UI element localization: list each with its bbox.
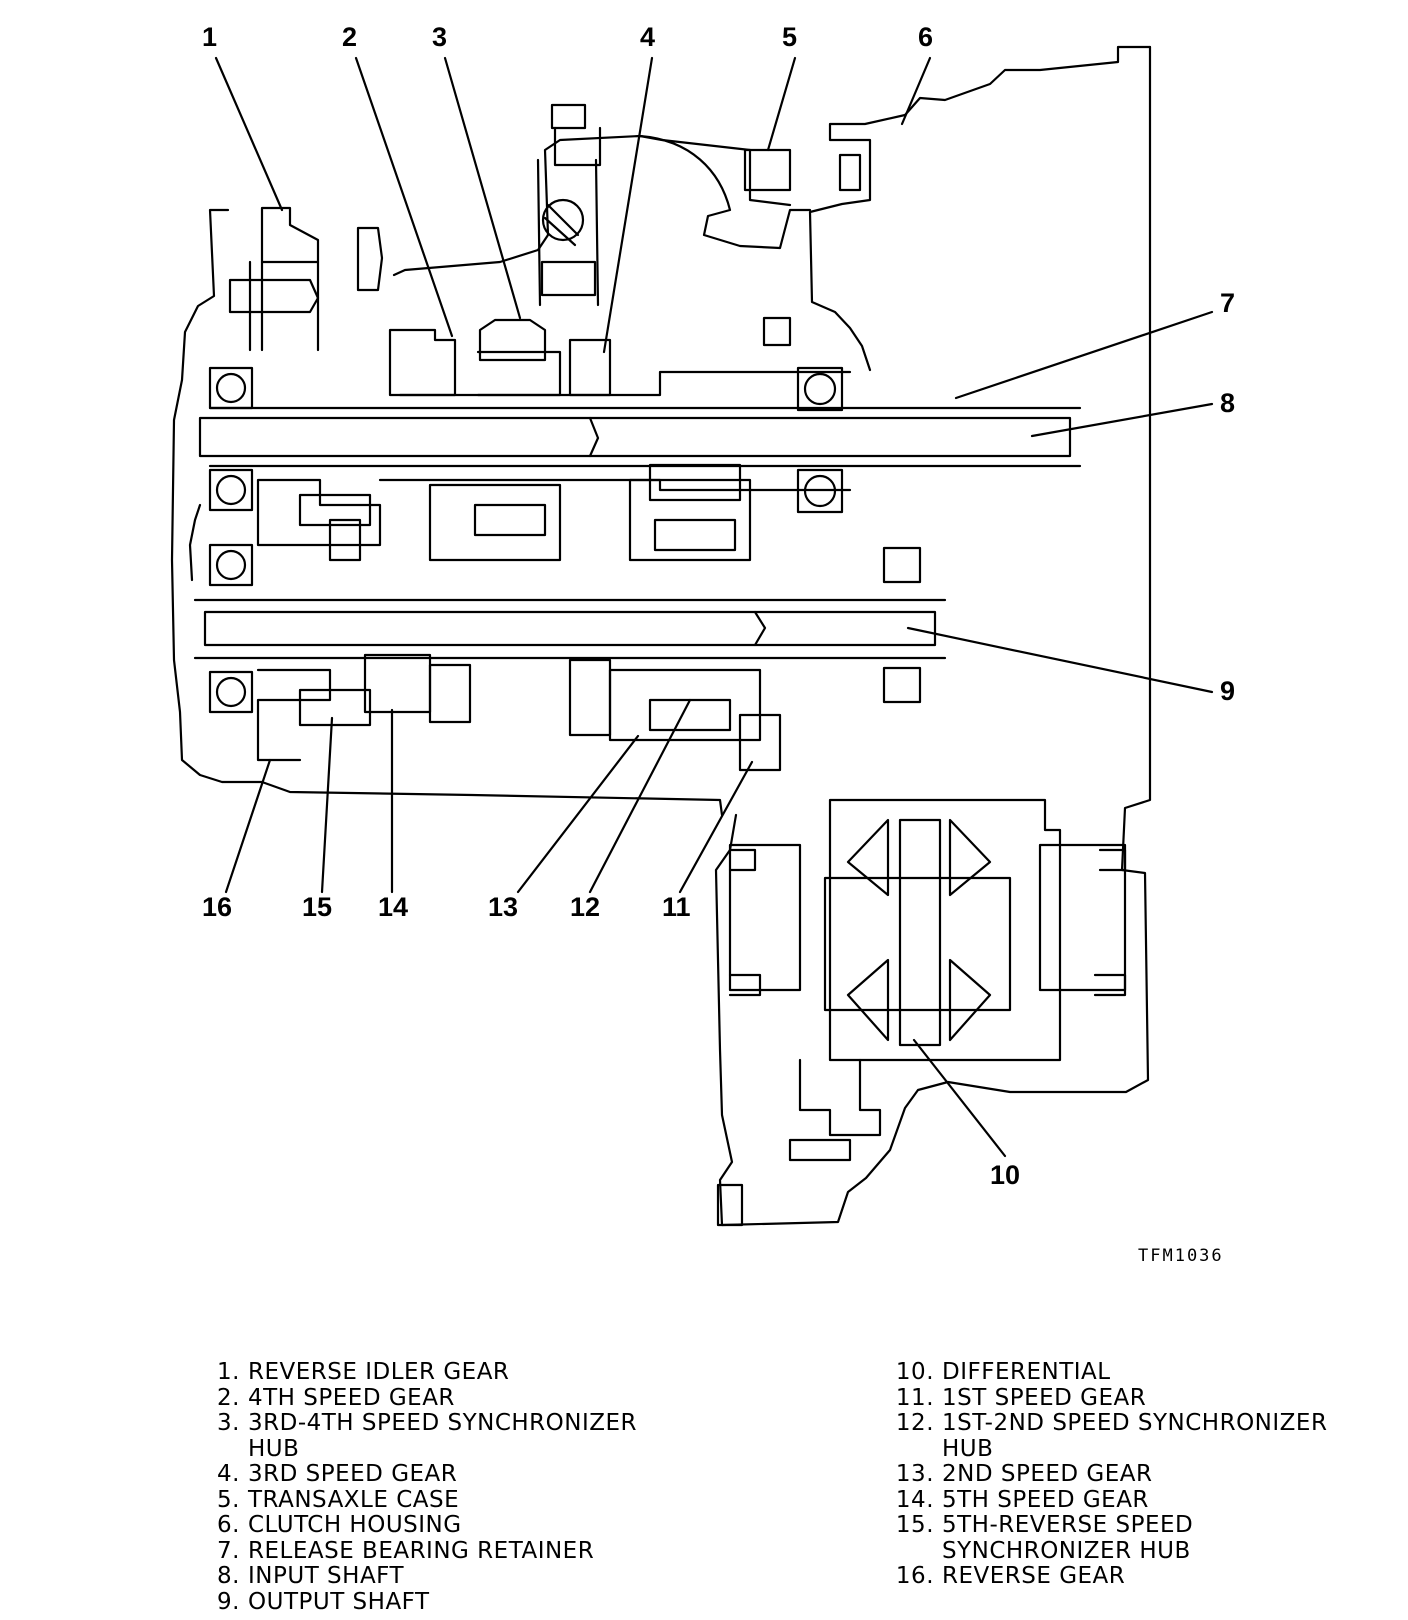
callout-4: 4 <box>640 22 656 52</box>
transaxle-cross-section <box>170 45 1214 1227</box>
legend-item: 4. 3RD SPEED GEAR <box>204 1461 637 1488</box>
callout-10: 10 <box>990 1160 1021 1190</box>
legend-number: 13. <box>895 1461 934 1487</box>
callout-9: 9 <box>1220 676 1236 706</box>
callout-14: 14 <box>378 892 409 922</box>
legend-right-column: 10. DIFFERENTIAL 11. 1ST SPEED GEAR 12. 1ST… <box>894 1359 1328 1590</box>
legend-item: 3. 3RD-4TH SPEED SYNCHRONIZER HUB <box>204 1410 638 1462</box>
legend-left-column: 1. REVERSE IDLER GEAR 2. 4TH SPEED GEAR 3.… <box>204 1359 638 1616</box>
callout-13: 13 <box>488 892 519 922</box>
differential-drawing <box>716 798 1127 1227</box>
legend-item: 16. REVERSE GEAR <box>894 1563 1327 1590</box>
legend-number: 7. <box>217 1537 240 1564</box>
figure-code: TFM1036 <box>1138 1246 1224 1266</box>
bearings <box>208 366 922 714</box>
legend-item: 7. RELEASE BEARING RETAINER <box>204 1537 637 1565</box>
leader-lines <box>214 56 1214 1158</box>
legend-text: TRANSAXLE CASE <box>248 1486 460 1513</box>
legend-number: 5. <box>217 1486 240 1513</box>
legend-text: REVERSE IDLER GEAR <box>248 1359 510 1385</box>
legend-number: 14. <box>895 1486 934 1513</box>
legend-text: 4TH SPEED GEAR <box>248 1384 455 1411</box>
callout-16: 16 <box>202 892 233 922</box>
legend-item: 12. 1ST-2ND SPEED SYNCHRONIZER HUB <box>894 1410 1328 1462</box>
legend-text: 3RD SPEED GEAR <box>248 1461 458 1487</box>
legend-item: 2. 4TH SPEED GEAR <box>204 1384 637 1412</box>
housing-outline <box>170 45 1152 1227</box>
legend-text: 2ND SPEED GEAR <box>942 1461 1153 1487</box>
callout-5: 5 <box>782 22 798 52</box>
callout-6: 6 <box>918 22 934 52</box>
callout-12: 12 <box>570 892 601 922</box>
gear-train <box>256 318 782 772</box>
legend-text: 1ST SPEED GEAR <box>942 1384 1147 1411</box>
legend-item: 13. 2ND SPEED GEAR <box>894 1461 1327 1488</box>
legend-number: 8. <box>217 1563 240 1589</box>
callout-8: 8 <box>1220 388 1236 418</box>
callout-15: 15 <box>302 892 333 922</box>
legend-item: 6. CLUTCH HOUSING <box>204 1512 637 1539</box>
legend-text: DIFFERENTIAL <box>942 1359 1111 1385</box>
legend-text: CLUTCH HOUSING <box>248 1512 462 1538</box>
legend-number: 16. <box>895 1563 934 1589</box>
legend-text: INPUT SHAFT <box>248 1563 405 1589</box>
legend-item: 9. OUTPUT SHAFT <box>204 1588 637 1616</box>
legend-item: 8. INPUT SHAFT <box>204 1563 637 1590</box>
legend-item: 10. DIFFERENTIAL <box>894 1359 1327 1386</box>
legend-text: RELEASE BEARING RETAINER <box>248 1537 595 1564</box>
legend-text: 1ST-2ND SPEED SYNCHRONIZER HUB <box>942 1410 1328 1462</box>
callout-7: 7 <box>1220 288 1236 318</box>
callout-2: 2 <box>342 22 358 52</box>
reverse-idler-assembly <box>228 103 862 352</box>
callout-1: 1 <box>202 22 218 52</box>
legend-number: 4. <box>217 1461 240 1487</box>
legend-text: 3RD-4TH SPEED SYNCHRONIZER HUB <box>248 1410 638 1462</box>
legend-number: 12. <box>895 1410 934 1436</box>
legend-text: OUTPUT SHAFT <box>248 1588 430 1615</box>
legend-item: 14. 5TH SPEED GEAR <box>894 1486 1327 1514</box>
legend-number: 9. <box>217 1588 240 1615</box>
legend-number: 6. <box>217 1512 240 1538</box>
callout-3: 3 <box>432 22 448 52</box>
legend-number: 1. <box>217 1359 240 1385</box>
legend-item: 11. 1ST SPEED GEAR <box>894 1384 1327 1412</box>
callout-11: 11 <box>662 892 691 922</box>
output-shaft-drawing <box>193 598 947 660</box>
legend-item: 15. 5TH-REVERSE SPEED SYNCHRONIZER HUB <box>894 1512 1327 1564</box>
legend-item: 1. REVERSE IDLER GEAR <box>204 1359 637 1386</box>
legend-text: 5TH SPEED GEAR <box>942 1486 1149 1513</box>
input-shaft-drawing <box>198 370 1082 492</box>
legend-item: 5. TRANSAXLE CASE <box>204 1486 637 1514</box>
legend-number: 10. <box>895 1359 934 1385</box>
legend-text: 5TH-REVERSE SPEED SYNCHRONIZER HUB <box>942 1512 1194 1564</box>
legend-text: REVERSE GEAR <box>942 1563 1126 1589</box>
legend-number: 15. <box>895 1512 934 1538</box>
legend-number: 3. <box>217 1410 240 1436</box>
legend-number: 2. <box>217 1384 240 1411</box>
legend-number: 11. <box>895 1384 934 1411</box>
